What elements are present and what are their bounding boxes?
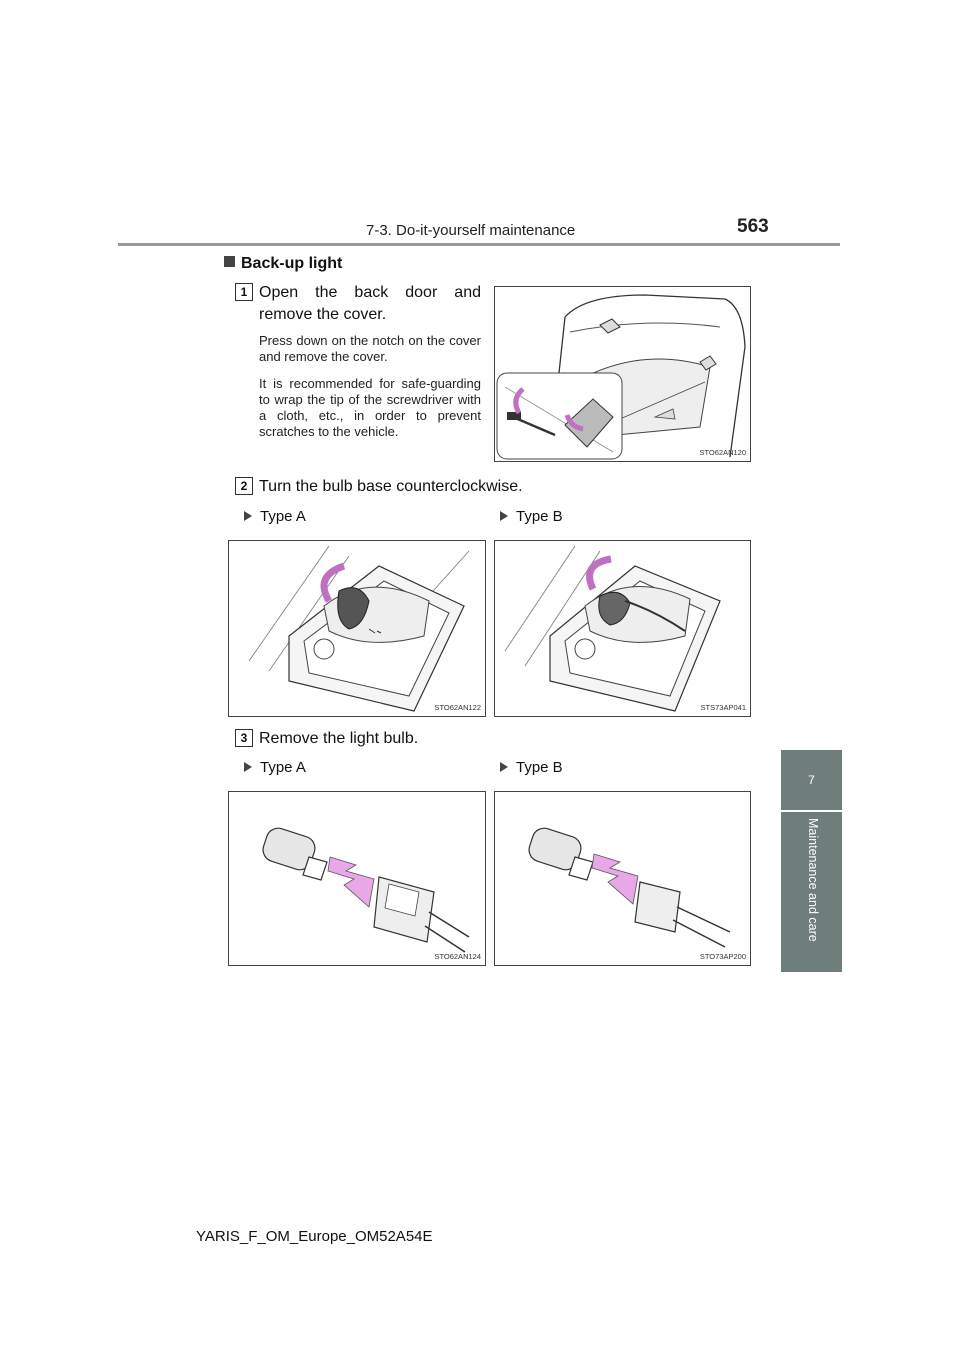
step-number-3: 3	[235, 729, 253, 747]
figure-code: STO62AN124	[434, 952, 481, 961]
triangle-bullet-icon	[500, 511, 508, 521]
chapter-title-tab[interactable]	[781, 812, 842, 972]
bulb-base-type-b-illustration	[504, 545, 721, 712]
triangle-bullet-icon	[244, 511, 252, 521]
triangle-bullet-icon	[244, 762, 252, 772]
figure-remove-bulb-type-b: STO73AP200	[494, 791, 751, 966]
section-heading: Back-up light	[224, 255, 342, 273]
step-3-type-a-label: Type A	[244, 759, 306, 776]
section-title: 7-3. Do-it-yourself maintenance	[366, 222, 576, 239]
type-a-text: Type A	[260, 508, 306, 525]
figure-bulb-base-type-b: STS73AP041	[494, 540, 751, 717]
triangle-bullet-icon	[500, 762, 508, 772]
chapter-number-tab[interactable]: 7	[781, 750, 842, 810]
figure-open-back-door: STO62AN120	[494, 286, 751, 462]
chapter-title: Maintenance and care	[806, 818, 820, 942]
step-number-1: 1	[235, 283, 253, 301]
type-a-text: Type A	[260, 759, 306, 776]
step-1-body-2: It is recommended for safe-guarding to w…	[259, 376, 481, 439]
footer-document-id: YARIS_F_OM_Europe_OM52A54E	[196, 1228, 433, 1245]
bullet-square-icon	[224, 256, 235, 267]
figure-code: STS73AP041	[700, 703, 746, 712]
step-1-title-line1: Open the back door and	[259, 284, 481, 301]
chapter-number: 7	[808, 773, 815, 787]
figure-bulb-base-type-a: STO62AN122	[228, 540, 486, 717]
remove-bulb-type-a-illustration	[262, 827, 470, 953]
page-number: 563	[737, 216, 769, 237]
step-3-title: Remove the light bulb.	[259, 730, 419, 747]
figure-code: STO62AN120	[699, 448, 746, 457]
figure-code: STO62AN122	[434, 703, 481, 712]
step-3-type-b-label: Type B	[500, 759, 563, 776]
remove-bulb-type-b-illustration	[528, 827, 731, 948]
section-heading-text: Back-up light	[241, 255, 343, 272]
step-2-type-b-label: Type B	[500, 508, 563, 525]
figure-remove-bulb-type-a: STO62AN124	[228, 791, 486, 966]
step-1-title-line2: remove the cover.	[259, 306, 387, 323]
step-1-body-1: Press down on the notch on the cover and…	[259, 333, 481, 364]
back-door-illustration	[496, 294, 746, 460]
step-number-2: 2	[235, 477, 253, 495]
type-b-text: Type B	[516, 508, 563, 525]
header-divider	[118, 243, 840, 246]
bulb-base-type-a-illustration	[248, 545, 470, 712]
step-2-title: Turn the bulb base counterclockwise.	[259, 478, 523, 495]
figure-code: STO73AP200	[699, 952, 746, 961]
step-2-type-a-label: Type A	[244, 508, 306, 525]
type-b-text: Type B	[516, 759, 563, 776]
